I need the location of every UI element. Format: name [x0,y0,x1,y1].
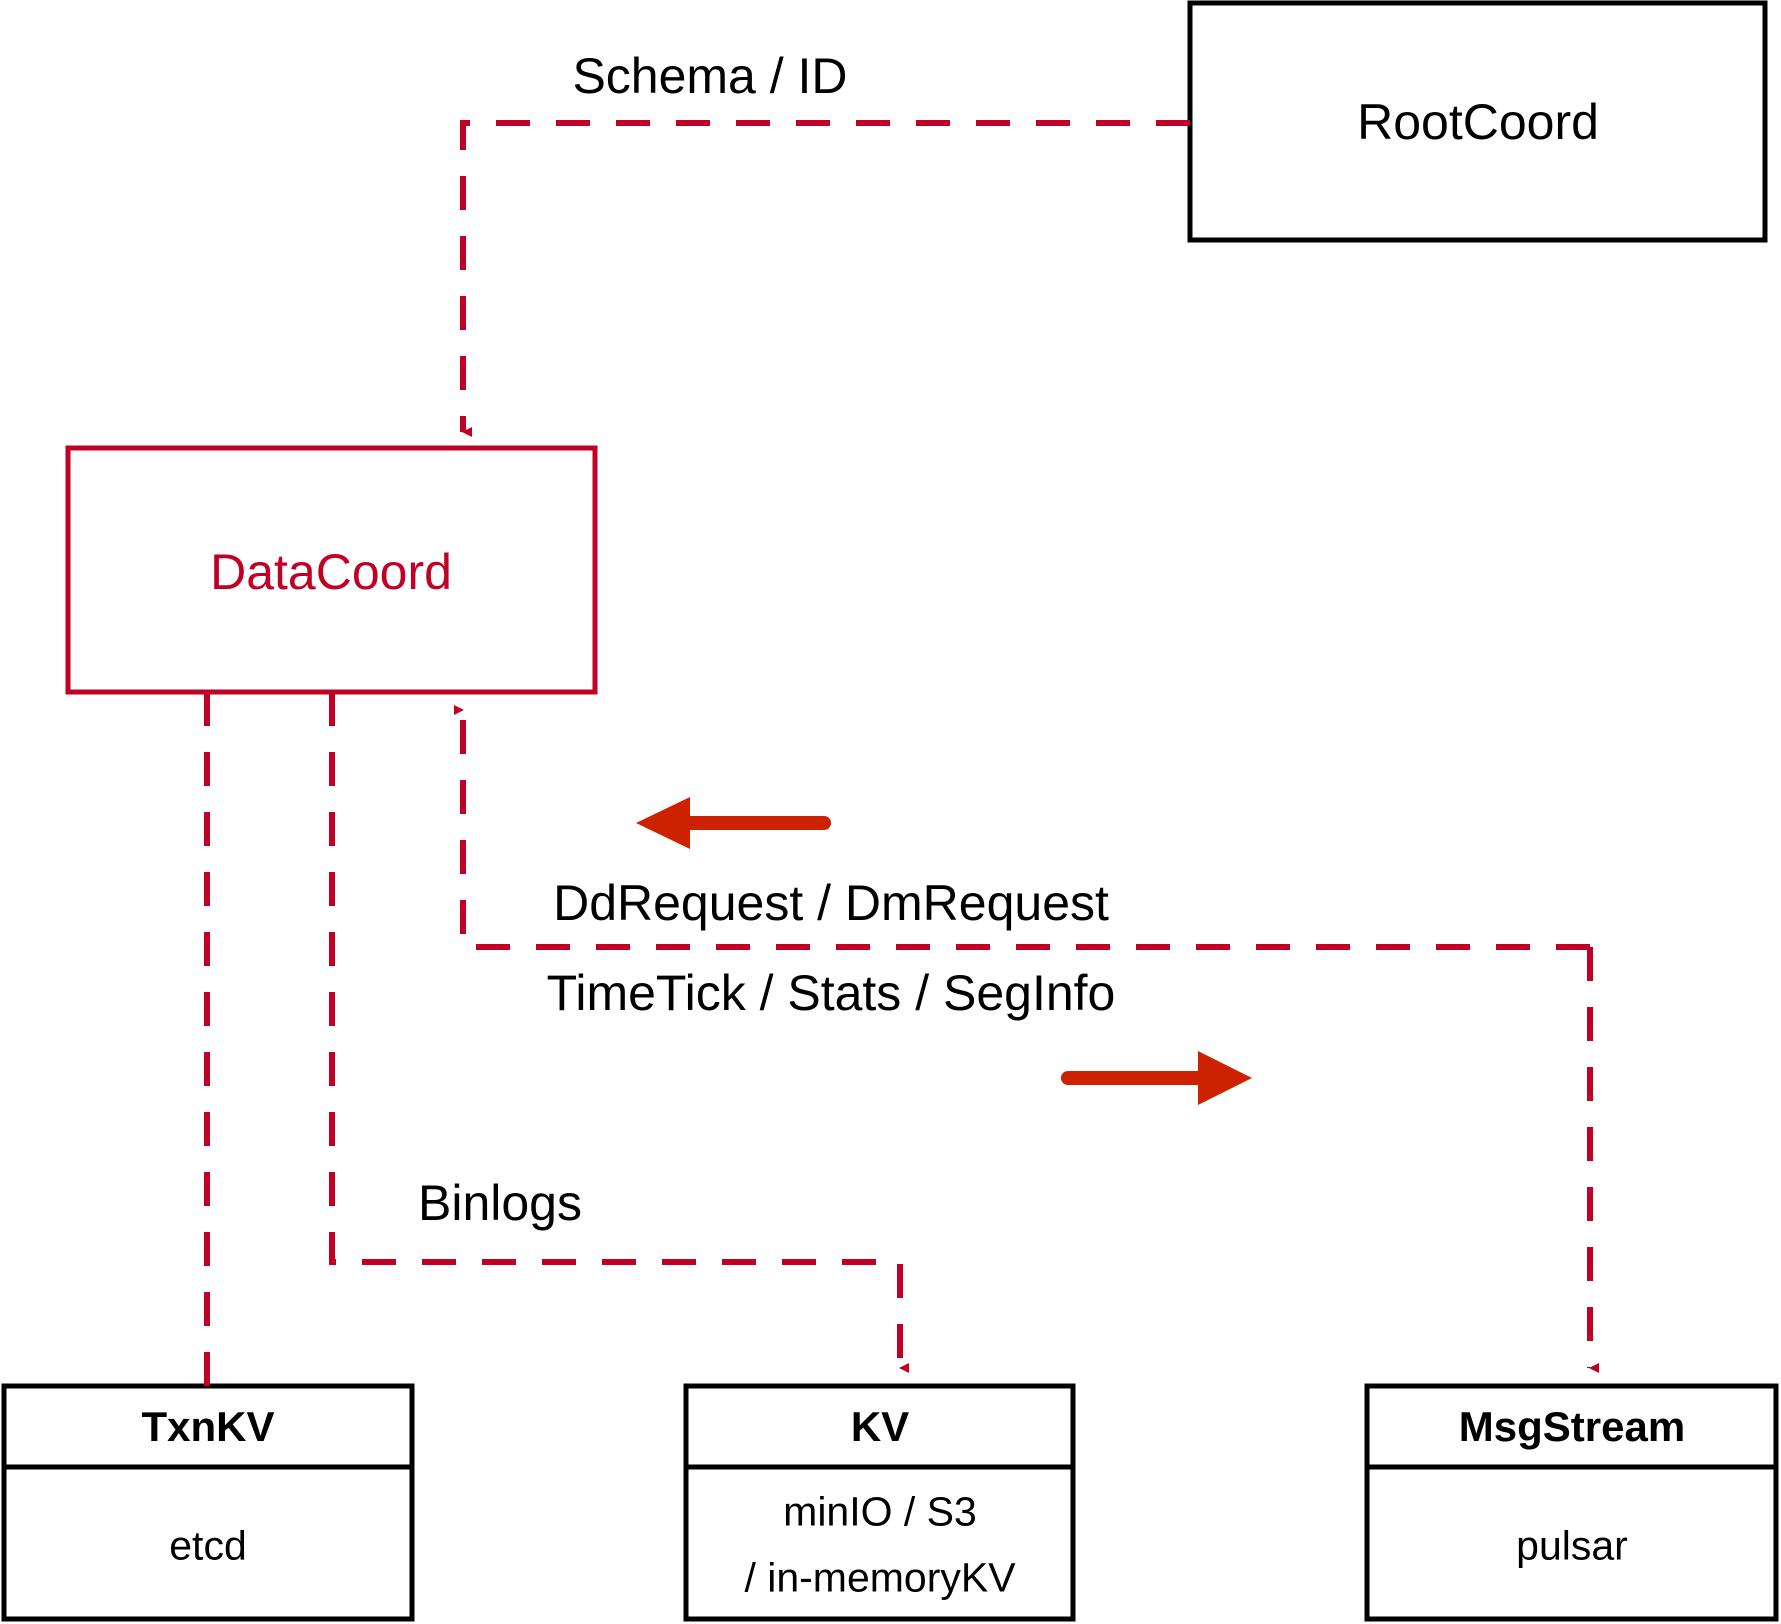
arrow-left-icon [636,797,831,849]
edge-label-binlogs: Binlogs [418,1175,582,1231]
node-msgstream-box [1364,1383,1779,1622]
node-kv-box [683,1383,1076,1622]
edge-label-schema-id: Schema / ID [572,48,848,104]
node-txnkv-body: etcd [169,1522,247,1569]
edge-rootcoord-to-datacoord [460,120,1190,437]
edge-label-timetick-stats-seginfo: TimeTick / Stats / SegInfo [546,965,1116,1021]
node-kv-body-line2: / in-memoryKV [744,1554,1016,1601]
edge-msgstream-to-datacoord [454,705,1590,950]
edge-datacoord-to-kv [329,692,909,1373]
node-msgstream-body: pulsar [1516,1522,1628,1569]
edge-label-ddrequest-dmrequest: DdRequest / DmRequest [553,875,1109,931]
node-txnkv-title: TxnKV [141,1403,275,1450]
node-datacoord-box [65,445,598,695]
arrow-right-icon [1061,1051,1252,1105]
node-kv-title: KV [850,1403,910,1450]
node-msgstream-title: MsgStream [1458,1403,1686,1450]
node-datacoord-title: DataCoord [210,544,452,600]
node-rootcoord-title: RootCoord [1357,94,1599,150]
node-rootcoord-box [1187,0,1768,243]
node-kv-body-line1: minIO / S3 [783,1488,977,1535]
